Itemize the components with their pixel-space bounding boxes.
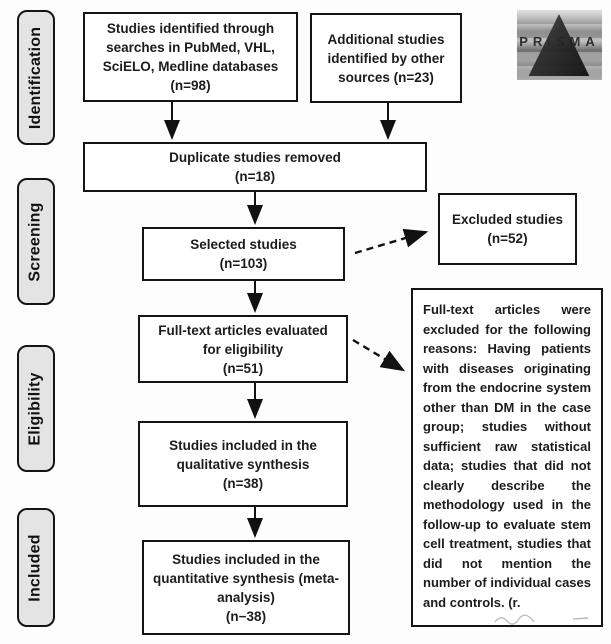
box-studies-identified: Studies identified through searches in P… xyxy=(83,12,298,102)
box-quantitative-synthesis: Studies included in the quantitative syn… xyxy=(142,540,350,635)
arrow-selected-to-excluded-dashed xyxy=(354,228,429,255)
box-studies-identified-text: Studies identified through searches in P… xyxy=(102,21,279,93)
box-exclusion-reasons: Full-text articles were excluded for the… xyxy=(411,288,603,627)
box-fulltext-evaluated-text: Full-text articles evaluated for eligibi… xyxy=(158,322,328,376)
box-additional-studies-text: Additional studies identified by other s… xyxy=(327,31,445,85)
box-selected-studies-text: Selected studies (n=103) xyxy=(190,237,297,271)
stage-tab-eligibility: Eligibility xyxy=(17,345,55,472)
box-additional-studies: Additional studies identified by other s… xyxy=(310,13,462,103)
box-duplicates-removed: Duplicate studies removed (n=18) xyxy=(83,142,427,192)
stage-label-screening: Screening xyxy=(27,201,45,282)
box-duplicates-removed-text: Duplicate studies removed (n=18) xyxy=(169,150,341,184)
stage-label-identification: Identification xyxy=(27,26,45,129)
stage-tab-identification: Identification xyxy=(17,10,55,145)
box-excluded-studies-text: Excluded studies (n=52) xyxy=(451,212,564,246)
box-quantitative-synthesis-text: Studies included in the quantitative syn… xyxy=(152,551,340,624)
box-selected-studies: Selected studies (n=103) xyxy=(142,227,345,281)
prisma-logo: PRISMA xyxy=(517,10,602,80)
arrow-fulltext-to-exclusion-note-dashed xyxy=(352,338,406,372)
stage-tab-screening: Screening xyxy=(17,178,55,305)
box-exclusion-reasons-text: Full-text articles were excluded for the… xyxy=(423,302,591,610)
box-fulltext-evaluated: Full-text articles evaluated for eligibi… xyxy=(138,315,348,383)
box-excluded-studies: Excluded studies (n=52) xyxy=(438,193,577,265)
stage-label-included: Included xyxy=(27,533,45,602)
stage-tab-included: Included xyxy=(17,508,55,627)
stage-label-eligibility: Eligibility xyxy=(27,371,45,446)
box-qualitative-synthesis: Studies included in the qualitative synt… xyxy=(138,421,348,507)
box-qualitative-synthesis-text: Studies included in the qualitative synt… xyxy=(169,437,317,491)
